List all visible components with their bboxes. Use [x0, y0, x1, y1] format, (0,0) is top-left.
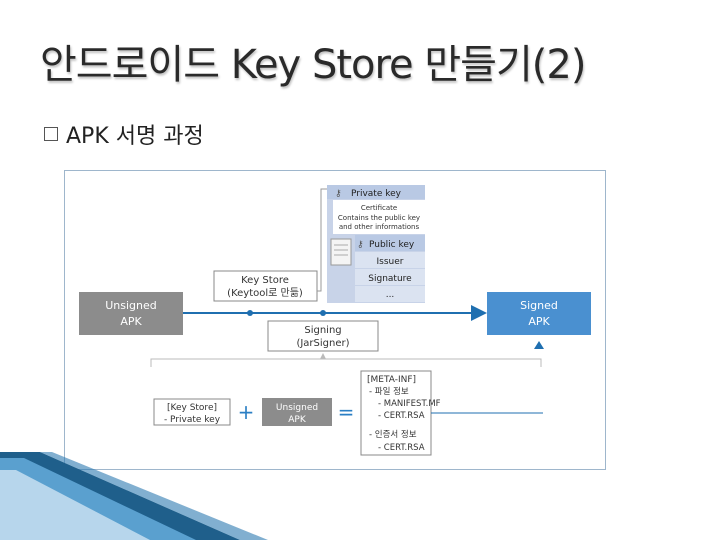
signing-label-2: (JarSigner): [296, 338, 349, 349]
ellipsis-label: ...: [386, 290, 395, 300]
equals-sign: =: [338, 400, 355, 424]
document-icon: [330, 238, 352, 266]
unsigned-apk-small-label-1: Unsigned: [276, 403, 318, 413]
decorative-corner-stripes: [0, 452, 268, 540]
bullet-text: APK 서명 과정: [66, 124, 204, 149]
flow-dot-signing: [320, 310, 326, 316]
public-key-label: Public key: [369, 240, 415, 250]
certificate-box: [333, 200, 425, 234]
unsigned-apk-small-box: [262, 398, 332, 426]
keystore-box: [213, 270, 318, 302]
signed-apk-box: [487, 292, 591, 335]
issuer-label: Issuer: [377, 257, 404, 267]
ellipsis-row: [355, 286, 425, 302]
meta-inf-line-4: - 인증서 정보: [369, 429, 417, 440]
keystore-private-label-2: - Private key: [164, 415, 221, 425]
certificate-line-1: Certificate: [361, 204, 397, 212]
keystore-label-2: (Keytool로 만듦): [227, 287, 303, 299]
detail-bracket: [150, 358, 542, 367]
meta-inf-line-5: - CERT.RSA: [378, 443, 425, 453]
meta-inf-box: [360, 370, 432, 456]
signed-apk-label-2: APK: [528, 315, 550, 328]
keystore-label-1: Key Store: [241, 275, 289, 286]
slide-title: 안드로이드 Key Store 만들기(2): [40, 42, 586, 88]
private-key-header: [327, 185, 425, 199]
signature-label: Signature: [368, 274, 412, 284]
signed-up-arrow-icon: [534, 341, 544, 349]
issuer-row: [355, 252, 425, 268]
apk-signing-diagram: Unsigned APK Signed APK Key Store (Keyto…: [64, 170, 606, 470]
meta-inf-line-2: - MANIFEST.MF: [378, 399, 441, 409]
unsigned-apk-label-2: APK: [120, 315, 142, 328]
unsigned-apk-label-1: Unsigned: [105, 299, 157, 312]
meta-inf-line-3: - CERT.RSA: [378, 411, 425, 421]
meta-inf-title: [META-INF]: [367, 375, 416, 385]
certificate-line-2: Contains the public key: [338, 214, 420, 222]
meta-inf-line-1: - 파일 정보: [369, 386, 409, 397]
plus-sign: +: [238, 400, 255, 424]
square-bullet-icon: [44, 127, 58, 141]
unsigned-apk-small-label-2: APK: [288, 415, 307, 425]
private-key-label: Private key: [351, 189, 402, 199]
signing-box: [267, 320, 379, 352]
signature-row: [355, 269, 425, 285]
keystore-private-box: [153, 398, 231, 426]
certificate-line-3: and other informations: [339, 223, 420, 231]
signing-label-1: Signing: [304, 325, 341, 336]
public-key-icon: ⚷: [357, 240, 364, 250]
signed-apk-label-1: Signed: [520, 299, 558, 312]
public-key-row: [355, 235, 425, 251]
flow-dot-keystore: [247, 310, 253, 316]
bullet-item: APK 서명 과정: [44, 118, 204, 150]
key-icon: ⚷: [335, 189, 342, 199]
keystore-brace: [317, 188, 327, 292]
keystore-private-label-1: [Key Store]: [167, 403, 217, 413]
unsigned-apk-box: [79, 292, 183, 335]
detail-pointer: [320, 353, 326, 359]
